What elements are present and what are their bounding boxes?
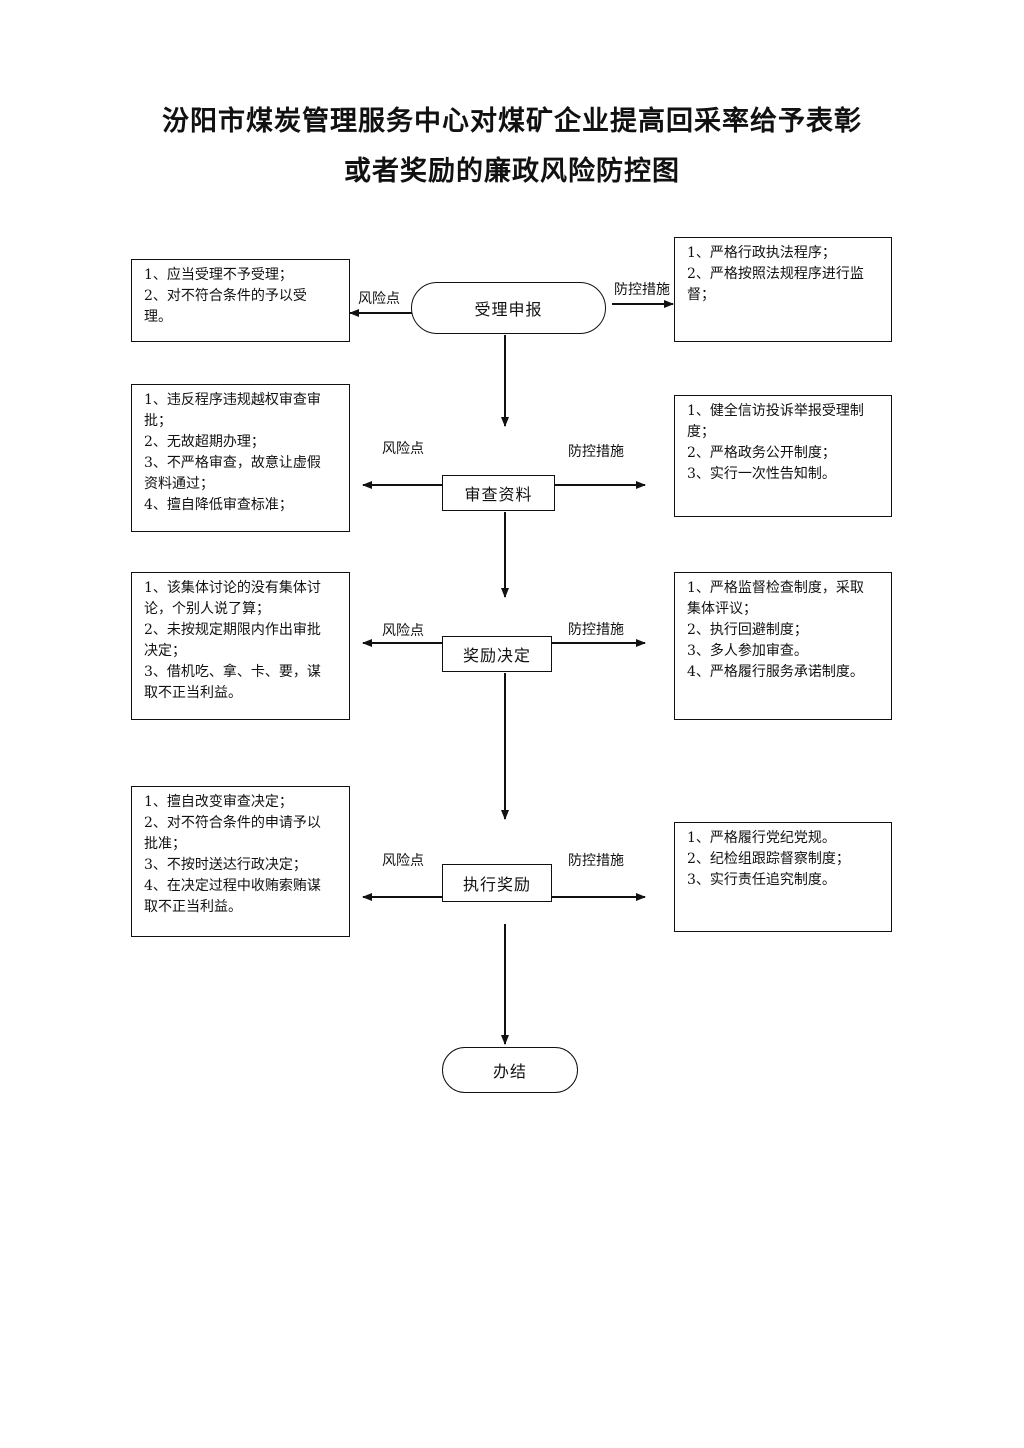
control-accept-line: 2、严格按照法规程序进行监 xyxy=(687,266,864,282)
risk-box-decide: 1、该集体讨论的没有集体讨 论，个别人说了算； 2、未按规定期限内作出审批 决定… xyxy=(131,572,350,720)
risk-label-execute: 风险点 xyxy=(382,853,424,869)
risk-execute-line: 1、擅自改变审查决定； xyxy=(144,794,293,810)
control-box-review: 1、健全信访投诉举报受理制 度； 2、严格政务公开制度； 3、实行一次性告知制。 xyxy=(674,395,892,517)
control-decide-line: 2、执行回避制度； xyxy=(687,622,808,638)
risk-review-line: 3、不严格审查，故意让虚假 xyxy=(144,455,321,471)
page-title-line-1: 汾阳市煤炭管理服务中心对煤矿企业提高回采率给予表彰 xyxy=(162,106,862,137)
control-decide-line: 集体评议； xyxy=(687,601,757,617)
risk-execute-line: 2、对不符合条件的申请予以 xyxy=(144,815,321,831)
risk-execute-line: 4、在决定过程中收贿索贿谋 xyxy=(144,878,321,894)
risk-review-line: 资料通过； xyxy=(144,476,214,492)
control-label-decide: 防控措施 xyxy=(568,622,624,638)
risk-label-accept: 风险点 xyxy=(358,291,400,307)
risk-decide-line: 决定； xyxy=(144,643,186,659)
node-review: 审查资料 xyxy=(442,475,555,511)
risk-accept-line: 2、对不符合条件的予以受 xyxy=(144,288,307,304)
risk-review-line: 4、擅自降低审查标准； xyxy=(144,497,293,513)
risk-box-execute: 1、擅自改变审查决定； 2、对不符合条件的申请予以 批准； 3、不按时送达行政决… xyxy=(131,786,350,937)
node-execute: 执行奖励 xyxy=(442,864,552,902)
risk-decide-line: 1、该集体讨论的没有集体讨 xyxy=(144,580,321,596)
control-label-accept: 防控措施 xyxy=(614,282,670,298)
risk-label-review: 风险点 xyxy=(382,441,424,457)
risk-decide-line: 3、借机吃、拿、卡、要，谋 xyxy=(144,664,321,680)
control-review-line: 1、健全信访投诉举报受理制 xyxy=(687,403,864,419)
node-accept: 受理申报 xyxy=(411,282,606,334)
node-decide: 奖励决定 xyxy=(442,636,552,672)
risk-decide-line: 论，个别人说了算； xyxy=(144,601,270,617)
risk-review-line: 2、无故超期办理； xyxy=(144,434,265,450)
risk-decide-line: 取不正当利益。 xyxy=(144,685,242,701)
control-accept-line: 督； xyxy=(687,287,715,303)
risk-decide-line: 2、未按规定期限内作出审批 xyxy=(144,622,321,638)
risk-execute-line: 批准； xyxy=(144,836,186,852)
control-decide-line: 1、严格监督检查制度，采取 xyxy=(687,580,864,596)
control-review-line: 度； xyxy=(687,424,715,440)
control-decide-line: 4、严格履行服务承诺制度。 xyxy=(687,664,864,680)
control-review-line: 3、实行一次性告知制。 xyxy=(687,466,836,482)
control-execute-line: 3、实行责任追究制度。 xyxy=(687,872,836,888)
control-box-accept: 1、严格行政执法程序； 2、严格按照法规程序进行监 督； xyxy=(674,237,892,342)
control-box-execute: 1、严格履行党纪党规。 2、纪检组跟踪督察制度； 3、实行责任追究制度。 xyxy=(674,822,892,932)
risk-box-accept: 1、应当受理不予受理； 2、对不符合条件的予以受 理。 xyxy=(131,259,350,342)
control-label-execute: 防控措施 xyxy=(568,853,624,869)
page-title-line-2: 或者奖励的廉政风险防控图 xyxy=(344,156,680,187)
control-execute-line: 1、严格履行党纪党规。 xyxy=(687,830,836,846)
control-label-review: 防控措施 xyxy=(568,444,624,460)
control-accept-line: 1、严格行政执法程序； xyxy=(687,245,836,261)
risk-review-line: 1、违反程序违规越权审查审 xyxy=(144,392,321,408)
node-finish: 办结 xyxy=(442,1047,578,1093)
risk-execute-line: 取不正当利益。 xyxy=(144,899,242,915)
risk-accept-line: 1、应当受理不予受理； xyxy=(144,267,293,283)
control-review-line: 2、严格政务公开制度； xyxy=(687,445,836,461)
control-decide-line: 3、多人参加审查。 xyxy=(687,643,808,659)
control-box-decide: 1、严格监督检查制度，采取 集体评议； 2、执行回避制度； 3、多人参加审查。 … xyxy=(674,572,892,720)
risk-review-line: 批； xyxy=(144,413,172,429)
control-execute-line: 2、纪检组跟踪督察制度； xyxy=(687,851,850,867)
risk-box-review: 1、违反程序违规越权审查审 批； 2、无故超期办理； 3、不严格审查，故意让虚假… xyxy=(131,384,350,532)
risk-label-decide: 风险点 xyxy=(382,623,424,639)
risk-execute-line: 3、不按时送达行政决定； xyxy=(144,857,307,873)
risk-accept-line: 理。 xyxy=(144,309,172,325)
